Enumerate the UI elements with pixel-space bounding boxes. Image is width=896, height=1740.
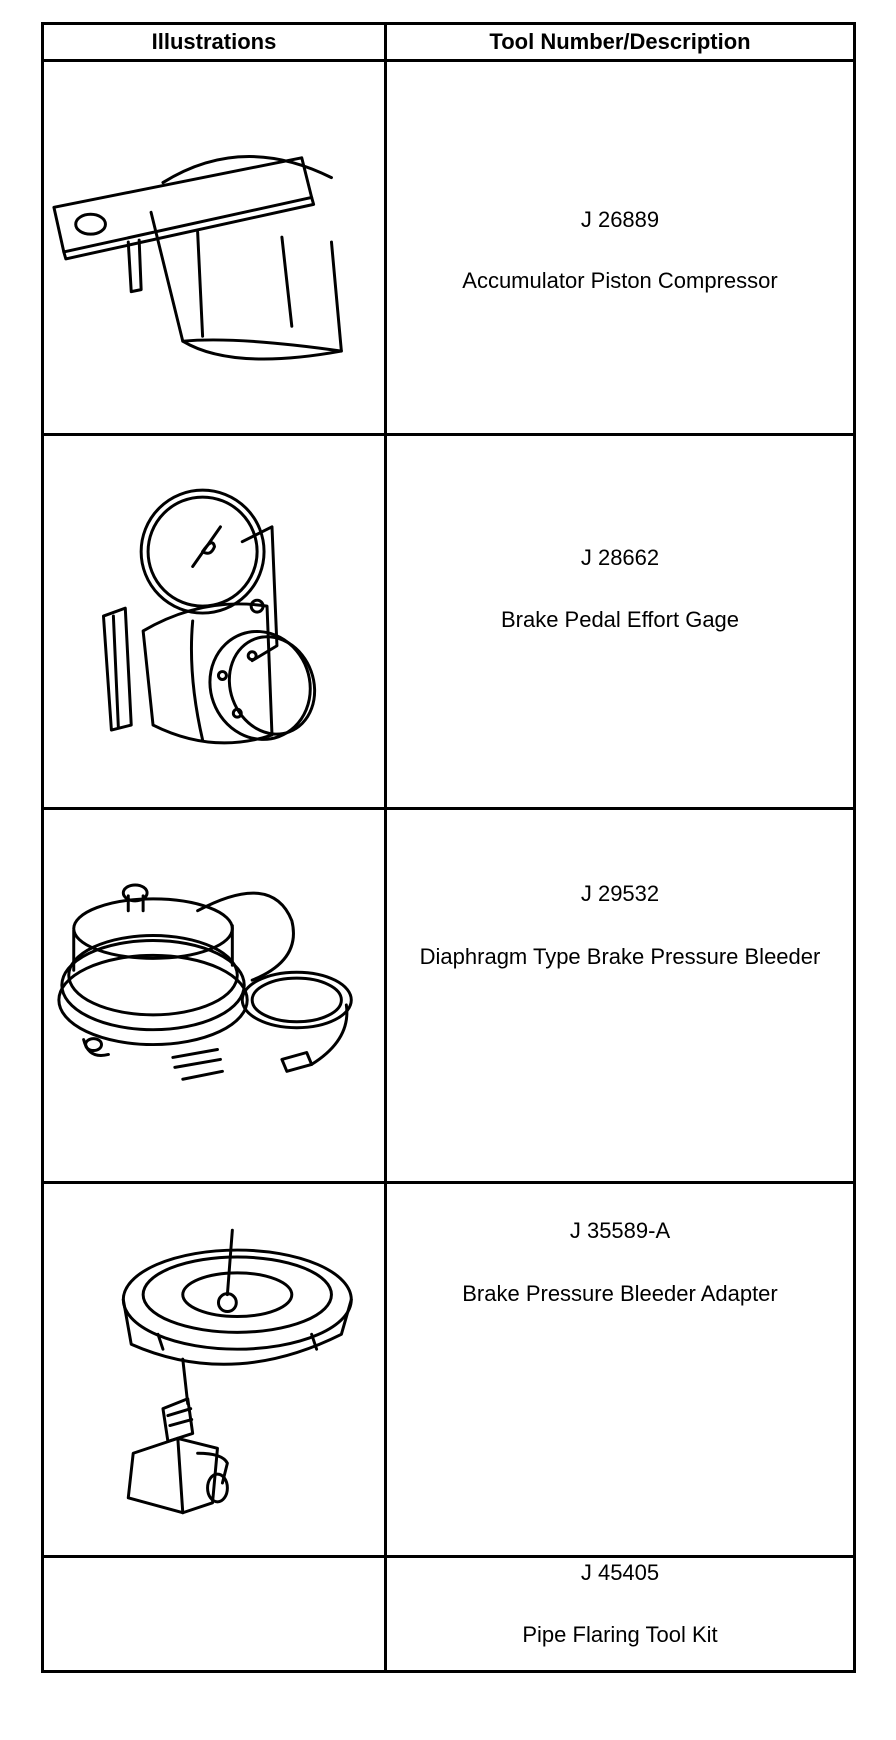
bleeder-adapter-illustration xyxy=(121,1228,353,1515)
brake-pressure-bleeder-illustration xyxy=(57,883,353,1081)
brake-pedal-effort-gage-illustration xyxy=(101,488,317,745)
table-row: J 29532 Diaphragm Type Brake Pressure Bl… xyxy=(44,810,853,1184)
empty-illustration-cell xyxy=(44,1558,387,1670)
table-row: J 26889 Accumulator Piston Compressor xyxy=(44,62,853,436)
tool-description: Brake Pressure Bleeder Adapter xyxy=(462,1281,778,1306)
table-row: J 45405 Pipe Flaring Tool Kit xyxy=(44,1558,853,1670)
accumulator-piston-compressor-illustration xyxy=(52,155,343,361)
tool-description: Accumulator Piston Compressor xyxy=(462,268,778,293)
tool-description: Diaphragm Type Brake Pressure Bleeder xyxy=(419,944,821,969)
header-cell-tool: Tool Number/Description xyxy=(387,25,853,59)
tool-number: J 29532 xyxy=(580,881,660,906)
table-row: J 28662 Brake Pedal Effort Gage xyxy=(44,436,853,810)
header-illustrations: Illustrations xyxy=(151,29,277,54)
tool-number: J 45405 xyxy=(580,1560,660,1585)
header-tool-number-description: Tool Number/Description xyxy=(489,29,751,54)
tool-number: J 28662 xyxy=(580,545,660,570)
tool-number: J 35589-A xyxy=(569,1218,671,1243)
tool-number: J 26889 xyxy=(580,207,660,232)
tool-description: Brake Pedal Effort Gage xyxy=(500,607,740,632)
table-row: J 35589-A Brake Pressure Bleeder Adapter xyxy=(44,1184,853,1558)
tools-table: Illustrations Tool Number/Description J … xyxy=(41,22,856,1673)
table-header-row: Illustrations Tool Number/Description xyxy=(44,25,853,62)
header-cell-illustrations: Illustrations xyxy=(44,25,387,59)
tool-description: Pipe Flaring Tool Kit xyxy=(522,1622,718,1647)
